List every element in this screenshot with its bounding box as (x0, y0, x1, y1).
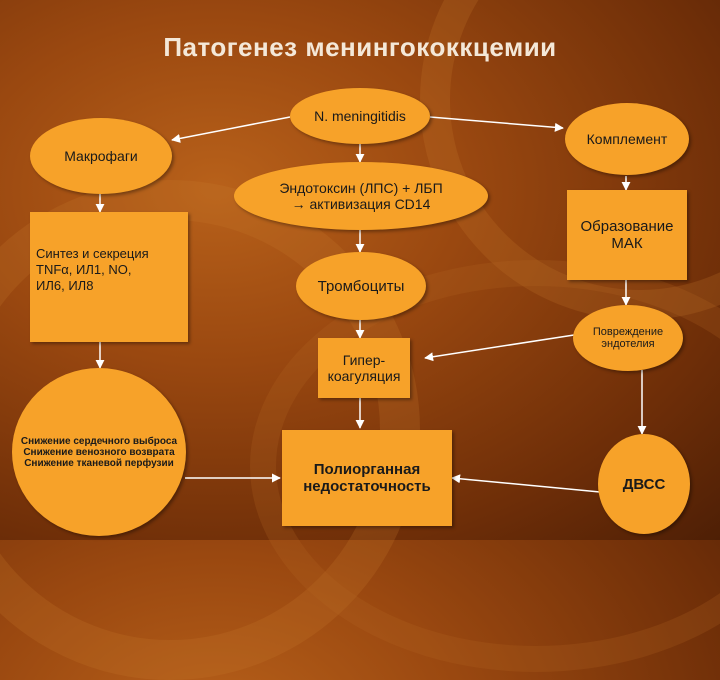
arrow (429, 116, 564, 132)
platelets-node: Тромбоциты (296, 252, 426, 320)
macrophages-label: Макрофаги (64, 148, 138, 164)
macrophages-node: Макрофаги (30, 118, 172, 194)
arrow (424, 334, 575, 362)
dic-node: ДВСС (598, 434, 690, 534)
multiorgan-failure-line2: недостаточность (303, 478, 431, 495)
synthesis-line3: ИЛ6, ИЛ8 (36, 278, 94, 293)
cardiac-line3: Снижение тканевой перфузии (24, 457, 174, 469)
multiorgan-failure-node: Полиорганная недостаточность (282, 430, 452, 526)
mac-formation-node: Образование МАК (567, 190, 687, 280)
cardiac-output-node: Снижение сердечного выброса Снижение вен… (12, 368, 186, 536)
arrows-layer (95, 116, 647, 493)
endotoxin-line2: → активизация CD14 (291, 196, 431, 212)
page-title: Патогенез менингококкцемии (163, 32, 557, 62)
mac-formation-line2: МАК (611, 235, 643, 252)
multiorgan-failure-line1: Полиорганная (313, 461, 421, 478)
complement-node: Комплемент (565, 103, 689, 175)
cardiac-line2: Снижение венозного возврата (23, 446, 175, 458)
n-meningitidis-label: N. meningitidis (314, 108, 406, 124)
cardiac-line1: Снижение сердечного выброса (20, 435, 178, 447)
dic-label: ДВСС (622, 475, 666, 493)
arrow (171, 116, 291, 143)
arrow (451, 474, 601, 493)
synthesis-line1: Синтез и секреция (36, 246, 149, 261)
n-meningitidis-node: N. meningitidis (290, 88, 430, 144)
endotoxin-line1: Эндотоксин (ЛПС) + ЛБП (279, 180, 443, 196)
hypercoagulation-line1: Гипер- (342, 352, 386, 368)
hypercoagulation-line2: коагуляция (327, 368, 401, 384)
mac-formation-line1: Образование (580, 218, 674, 235)
endothelium-line1: Повреждение (592, 326, 664, 338)
platelets-label: Тромбоциты (317, 277, 405, 295)
complement-label: Комплемент (586, 131, 668, 147)
endothelium-line2: эндотелия (601, 338, 655, 350)
endotoxin-node: Эндотоксин (ЛПС) + ЛБП → активизация CD1… (234, 162, 488, 230)
hypercoagulation-node: Гипер- коагуляция (318, 338, 410, 398)
synthesis-node: Синтез и секреция TNFα, ИЛ1, NO, ИЛ6, ИЛ… (30, 212, 188, 342)
endothelium-node: Повреждение эндотелия (573, 305, 683, 371)
synthesis-line2: TNFα, ИЛ1, NO, (36, 262, 132, 277)
